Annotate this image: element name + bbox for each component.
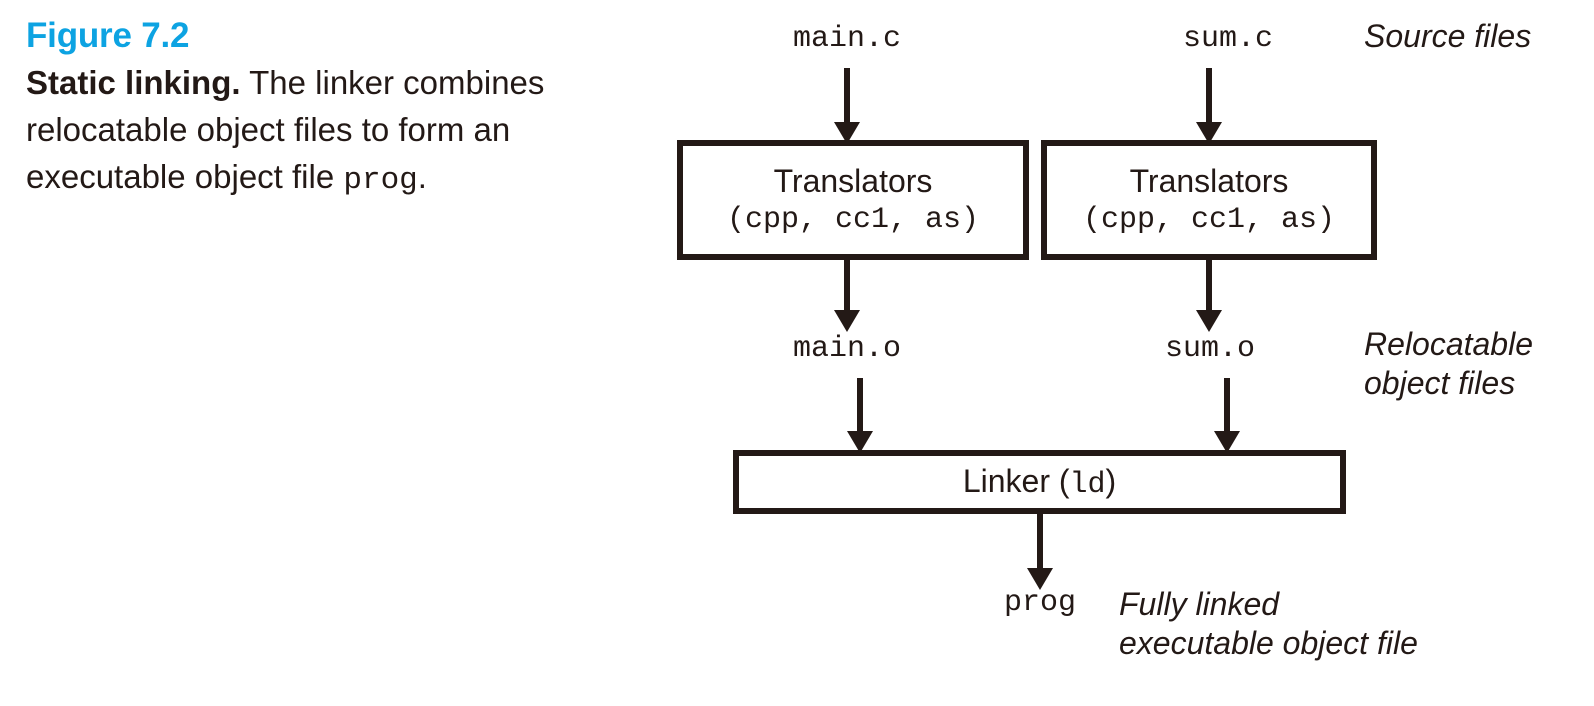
output-file-prog: prog (1003, 586, 1076, 620)
annotation-relocatable-line1: Relocatable (1364, 326, 1533, 362)
annotation-relocatable-line2: object files (1364, 365, 1516, 401)
linker-box-label: Linker (ld) (963, 463, 1116, 502)
caption-body-part2: . (417, 158, 427, 195)
object-file-sum-o: sum.o (1164, 332, 1255, 366)
figure-caption-text: Static linking. The linker combines relo… (26, 59, 566, 204)
source-file-main-c: main.c (792, 22, 902, 56)
annotation-source-files: Source files (1364, 18, 1532, 54)
translators-box-left-tools: (cpp, cc1, as) (726, 203, 980, 237)
figure-number: Figure 7.2 (26, 16, 190, 55)
caption-body-part1: The linker combines relocatable object f… (26, 64, 545, 195)
translators-box-right-title: Translators (1129, 163, 1289, 199)
annotation-executable-line2: executable object file (1119, 625, 1418, 661)
source-file-sum-c: sum.c (1182, 22, 1273, 56)
translators-box-left-title: Translators (773, 163, 933, 199)
figure-caption: Figure 7.2 Static linking. The linker co… (26, 14, 566, 204)
linker-label-mono: ld (1069, 467, 1106, 502)
object-file-main-o: main.o (792, 332, 902, 366)
linker-label-text: Linker ( (962, 462, 1070, 499)
caption-prog-mono: prog (343, 163, 418, 198)
linker-label-close: ) (1105, 462, 1117, 499)
translators-box-right-tools: (cpp, cc1, as) (1082, 203, 1336, 237)
translators-box-left[interactable]: Translators (cpp, cc1, as) (677, 140, 1029, 260)
annotation-executable-line1: Fully linked (1119, 586, 1280, 622)
caption-title: Static linking. (26, 64, 241, 101)
linker-box[interactable]: Linker (ld) (733, 450, 1346, 514)
translators-box-right[interactable]: Translators (cpp, cc1, as) (1041, 140, 1377, 260)
